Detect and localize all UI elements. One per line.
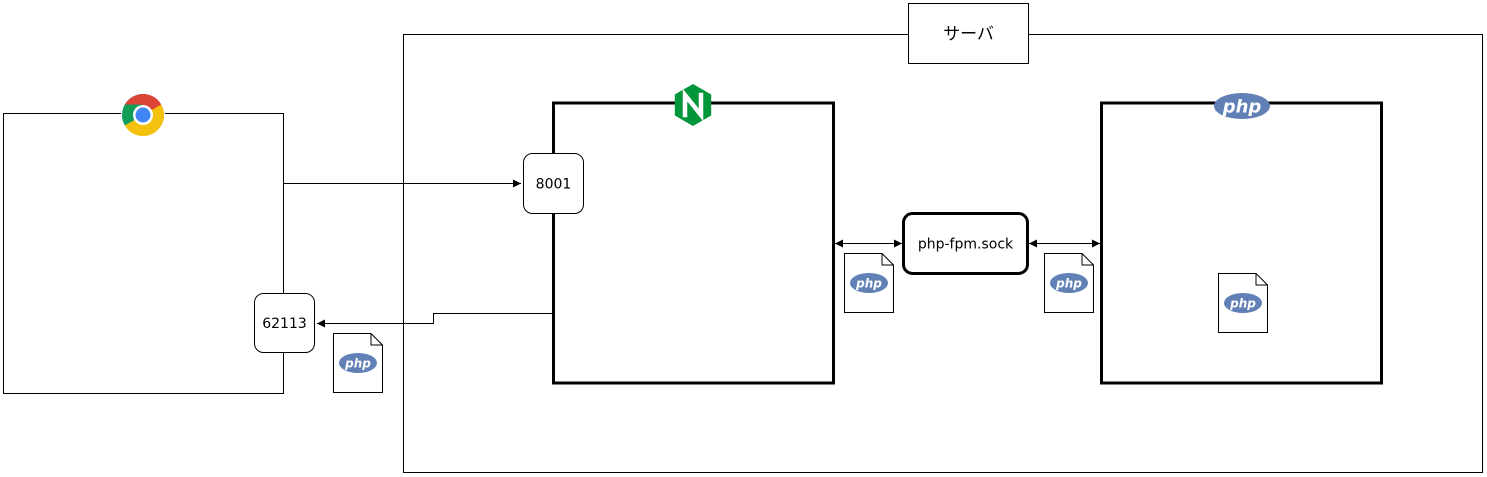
browser-port-label: 62113 xyxy=(262,316,307,332)
nginx-node: 8001 xyxy=(523,84,835,385)
connectors xyxy=(284,179,1100,328)
socket-box xyxy=(902,212,1029,275)
nginx-port-label: 8001 xyxy=(536,177,572,193)
server-container: サーバ xyxy=(403,3,1483,473)
nginx-box xyxy=(552,101,835,385)
browser-box xyxy=(3,113,284,394)
php-fpm-box xyxy=(1100,101,1383,385)
php-fpm-node: php xyxy=(1100,93,1383,385)
php-file-icon xyxy=(1044,253,1094,313)
php-file-icon xyxy=(844,253,894,313)
browser-port-box xyxy=(254,293,315,353)
php-file-icon xyxy=(333,333,383,393)
php-file-icon xyxy=(1218,273,1268,333)
php-logo-icon: php xyxy=(1214,93,1270,119)
response-arrow xyxy=(317,313,553,328)
php-logo-text: php xyxy=(1222,97,1262,118)
chrome-icon xyxy=(121,93,165,137)
server-label: サーバ xyxy=(943,25,994,45)
nginx-port-box xyxy=(523,153,584,214)
browser-node: 62113 xyxy=(3,93,315,394)
socket-node: php-fpm.sock xyxy=(902,212,1029,275)
socket-label: php-fpm.sock xyxy=(918,237,1014,253)
server-label-box xyxy=(908,3,1029,64)
nginx-icon xyxy=(674,84,712,126)
